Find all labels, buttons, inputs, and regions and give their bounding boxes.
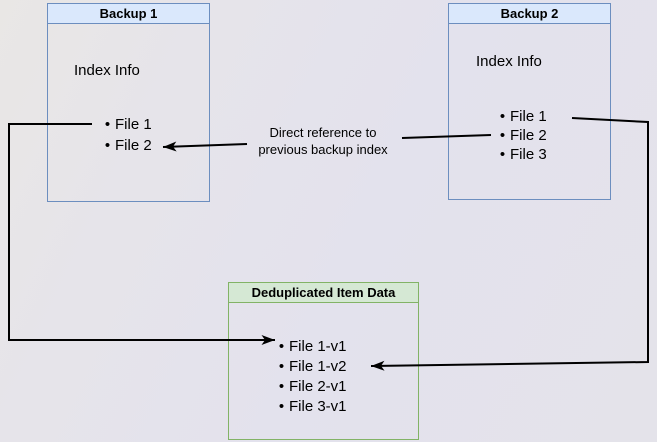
list-item-label: File 1	[510, 108, 547, 125]
list-item: • File 3-v1	[274, 396, 347, 416]
backup1-subtitle: Index Info	[74, 62, 140, 79]
bullet-icon: •	[278, 357, 285, 375]
dedup-box: Deduplicated Item Data • File 1-v1 • Fil…	[228, 282, 419, 440]
annotation-line1: Direct reference to	[269, 125, 377, 140]
backup2-title: Backup 2	[500, 6, 559, 21]
list-item: • File 1	[495, 107, 547, 126]
list-item: • File 1-v2	[274, 356, 347, 376]
list-item-label: File 1-v2	[289, 357, 347, 375]
backup2-file-list: • File 1 • File 2 • File 3	[495, 107, 547, 164]
bullet-icon: •	[499, 146, 506, 163]
list-item-label: File 1-v1	[289, 337, 347, 355]
bullet-icon: •	[278, 377, 285, 395]
bullet-icon: •	[104, 116, 111, 133]
dedup-header: Deduplicated Item Data	[229, 283, 418, 303]
list-item: • File 1	[100, 114, 152, 135]
list-item-label: File 1	[115, 116, 152, 133]
list-item: • File 2	[495, 126, 547, 145]
backup1-file-list: • File 1 • File 2	[100, 114, 152, 156]
list-item: • File 1-v1	[274, 336, 347, 356]
list-item: • File 2-v1	[274, 376, 347, 396]
bullet-icon: •	[278, 337, 285, 355]
bullet-icon: •	[104, 137, 111, 154]
dedup-title: Deduplicated Item Data	[251, 285, 396, 300]
bullet-icon: •	[499, 108, 506, 125]
backup2-header: Backup 2	[449, 4, 610, 24]
backup1-box: Backup 1 Index Info • File 1 • File 2	[47, 3, 210, 202]
list-item-label: File 3-v1	[289, 397, 347, 415]
list-item-label: File 2	[115, 137, 152, 154]
list-item: • File 3	[495, 145, 547, 164]
bullet-icon: •	[278, 397, 285, 415]
dedup-file-list: • File 1-v1 • File 1-v2 • File 2-v1 • Fi…	[274, 336, 347, 416]
backup1-title: Backup 1	[99, 6, 158, 21]
arrow-annotation: Direct reference to previous backup inde…	[238, 124, 408, 158]
backup2-subtitle: Index Info	[476, 53, 542, 70]
bullet-icon: •	[499, 127, 506, 144]
list-item-label: File 2	[510, 127, 547, 144]
backup1-header: Backup 1	[48, 4, 209, 24]
annotation-line2: previous backup index	[258, 142, 388, 157]
list-item-label: File 3	[510, 146, 547, 163]
backup2-box: Backup 2 Index Info • File 1 • File 2 • …	[448, 3, 611, 200]
list-item-label: File 2-v1	[289, 377, 347, 395]
list-item: • File 2	[100, 135, 152, 156]
